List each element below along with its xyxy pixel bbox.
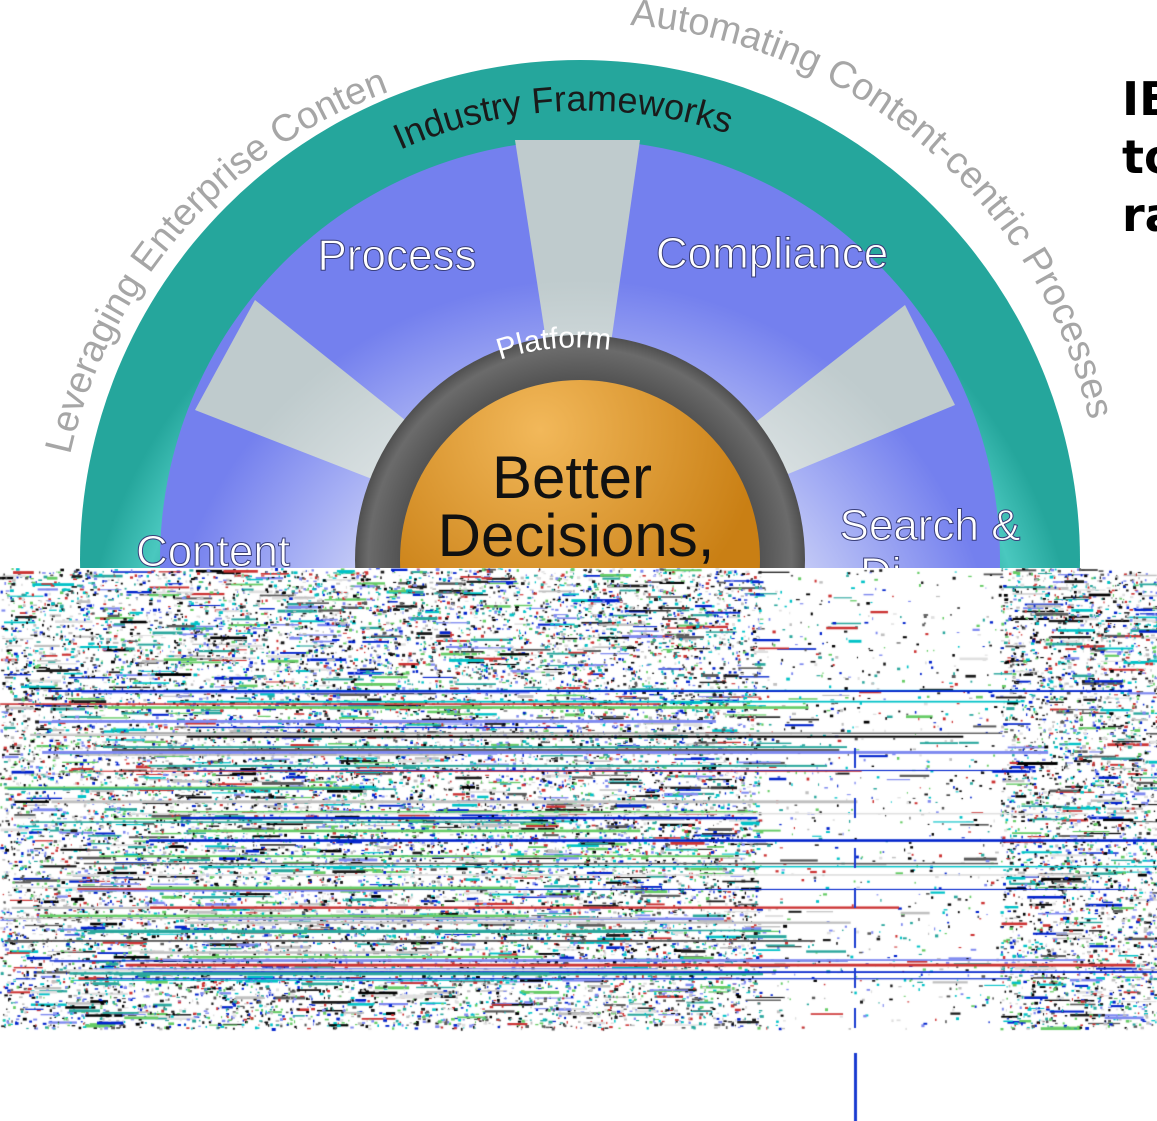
side-heading-line-2: to [1122,130,1157,184]
side-heading-line-3: ra [1122,188,1157,242]
side-heading-line-1: IB [1122,72,1157,126]
center-text-line1: Better [492,444,652,511]
center-text-line2: Decisions, [438,502,715,569]
segment-label-compliance: Compliance [656,229,888,278]
segment-label-search: Search & [840,501,1021,550]
side-heading-text: IB to ra [1122,70,1157,244]
segment-label-process: Process [318,231,477,280]
corrupted-image-region [0,568,1157,1121]
